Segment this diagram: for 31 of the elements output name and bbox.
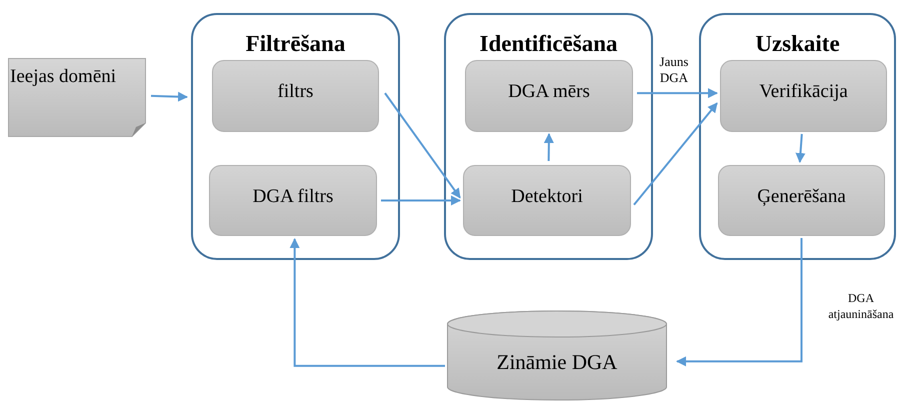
process-box xyxy=(720,60,887,132)
process-box xyxy=(718,165,885,236)
process-box xyxy=(212,60,379,132)
process-box xyxy=(209,165,377,236)
group-title: Filtrēšana xyxy=(244,31,346,57)
group-container xyxy=(444,13,653,260)
group-title: Identificēšana xyxy=(478,31,618,57)
process-box xyxy=(465,60,633,132)
arrow xyxy=(637,88,718,98)
arrow xyxy=(150,92,188,102)
node-label: DGA mērs xyxy=(507,81,591,103)
node-label: Ģenerēšana xyxy=(756,186,847,208)
arrow xyxy=(384,92,461,198)
node-label: Verifikācija xyxy=(758,81,849,103)
arrow xyxy=(676,238,802,366)
group-title: Uzskaite xyxy=(754,31,841,57)
arrow xyxy=(633,102,718,206)
node-label: Zināmie DGA xyxy=(496,351,618,373)
arrow xyxy=(290,238,445,367)
node-label: Ieejas domēni xyxy=(10,66,118,88)
node-label: DGA filtrs xyxy=(252,186,334,208)
arrow xyxy=(381,196,461,206)
node-label: Detektori xyxy=(510,186,584,208)
group-container xyxy=(191,13,400,260)
node-label: filtrs xyxy=(276,81,314,103)
arrow xyxy=(795,134,806,163)
arrow xyxy=(544,133,554,162)
group-container xyxy=(699,13,896,260)
process-box xyxy=(463,165,631,236)
database-cylinder xyxy=(447,311,667,401)
document-shape xyxy=(8,58,146,137)
